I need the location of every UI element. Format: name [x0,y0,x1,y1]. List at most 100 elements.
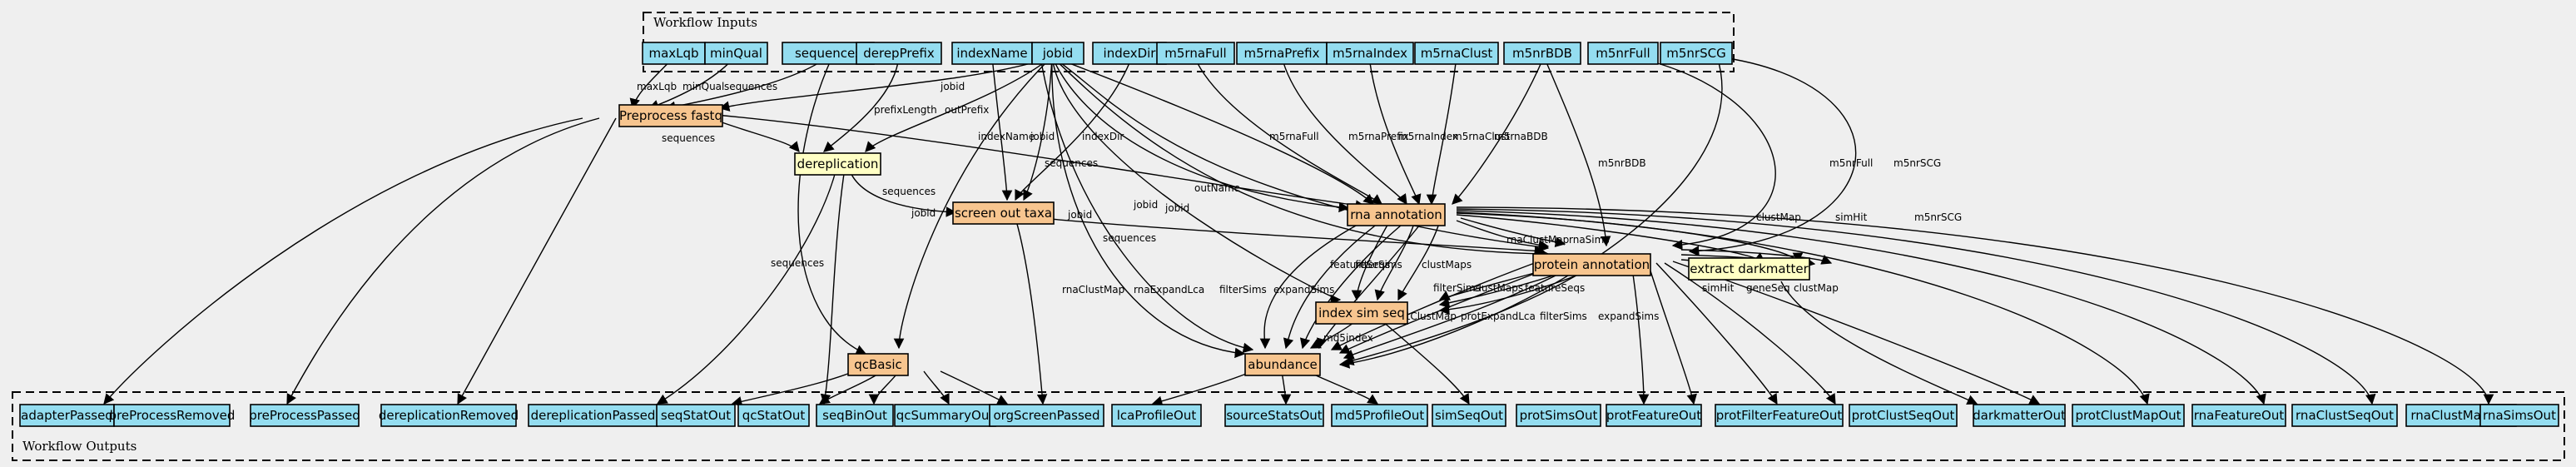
edge-label: m5rnaBDB [1494,131,1548,142]
input-node-m5rnaprefix[interactable]: m5rnaPrefix [1236,42,1328,65]
input-node-minqual[interactable]: minQual [704,42,768,65]
input-node-m5rnafull[interactable]: m5rnaFull [1156,42,1235,65]
output-node-protsimsout[interactable]: protSimsOut [1516,404,1601,427]
step-node-screen-out-taxa[interactable]: screen out taxa [952,201,1055,225]
edge-label: expandSims [1598,311,1659,322]
edge-label: sequences [882,186,936,197]
step-node-extract-darkmatter[interactable]: extract darkmatter [1688,257,1810,281]
svg-text:sourceStatsOut: sourceStatsOut [1226,408,1322,423]
svg-text:qcStatOut: qcStatOut [742,408,806,423]
edge-label: featureSeqs [1330,259,1390,271]
output-node-rnasimsout[interactable]: rnaSimsOut [2479,404,2559,427]
input-node-m5nrbdb[interactable]: m5nrBDB [1503,42,1581,65]
edge-label: m5nrFull [1829,157,1873,169]
svg-text:dereplicationRemoved: dereplicationRemoved [379,408,519,423]
edge-label: m5rnaIndex [1398,131,1458,142]
input-node-derepprefix[interactable]: derepPrefix [856,42,942,65]
edge-label: simHit [1702,282,1735,294]
edge-label: outName [1194,182,1240,194]
edge-label: sequences [1045,157,1098,169]
svg-text:md5ProfileOut: md5ProfileOut [1335,408,1425,423]
edge-label: jobid [1030,131,1055,142]
output-node-dereplicationpassed[interactable]: dereplicationPassed [528,404,658,427]
edge-label: rnaSims [1569,234,1610,246]
svg-text:seqStatOut: seqStatOut [661,408,731,423]
step-nodes: Preprocess fastq dereplication screen ou… [618,104,1810,376]
input-node-jobid[interactable]: jobid [1031,42,1085,65]
svg-text:m5rnaClust: m5rnaClust [1421,46,1493,61]
edge-label: m5nrSCG [1894,157,1941,169]
step-node-index-sim-seq[interactable]: index sim seq [1315,301,1408,325]
edge-label: clustMaps [1422,259,1472,271]
output-node-rnaclustseqout[interactable]: rnaClustSeqOut [2291,404,2398,427]
output-node-rnafeatureout[interactable]: rnaFeatureOut [2191,404,2286,427]
input-node-m5nrfull[interactable]: m5nrFull [1587,42,1659,65]
step-node-abundance[interactable]: abundance [1244,353,1321,376]
step-node-protein-annotation[interactable]: protein annotation [1532,253,1651,276]
input-node-maxlqb[interactable]: maxLqb [642,42,706,65]
input-node-m5rnaindex[interactable]: m5rnaIndex [1326,42,1414,65]
output-node-preprocessremoved[interactable]: preProcessRemoved [109,404,236,427]
svg-text:orgScreenPassed: orgScreenPassed [993,408,1099,423]
edge-label: minQual [682,81,724,92]
input-node-m5nrscg[interactable]: m5nrSCG [1660,42,1733,65]
output-node-darkmatterout[interactable]: darkmatterOut [1973,404,2066,427]
edge-label: rnaClustMap [1506,234,1569,246]
edge-label: m5rnaPrefix [1348,131,1409,142]
output-node-preprocesspassed[interactable]: preProcessPassed [249,404,360,427]
output-node-orgscreenpassed[interactable]: orgScreenPassed [989,404,1104,427]
step-node-qcbasic[interactable]: qcBasic [847,353,909,376]
output-node-protclustmapout[interactable]: protClustMapOut [2072,404,2185,427]
svg-text:derepPrefix: derepPrefix [863,46,935,61]
output-node-sourcestatsout[interactable]: sourceStatsOut [1224,404,1324,427]
output-node-qcstatout[interactable]: qcStatOut [737,404,810,427]
step-node-preprocess-fastq[interactable]: Preprocess fastq [618,104,723,127]
edge-label: prefixLength [874,104,937,116]
input-node-m5rnaclust[interactable]: m5rnaClust [1414,42,1499,65]
svg-text:protFeatureOut: protFeatureOut [1606,408,1701,423]
svg-text:m5rnaPrefix: m5rnaPrefix [1244,46,1320,61]
output-node-seqbinout[interactable]: seqBinOut [816,404,894,427]
edge-label: m5nrBDB [1598,157,1646,169]
output-node-dereplicationremoved[interactable]: dereplicationRemoved [379,404,519,427]
input-node-indexdir[interactable]: indexDir [1092,42,1167,65]
edge-label: clustMaps [1473,282,1523,294]
svg-text:abundance: abundance [1248,357,1317,372]
svg-text:m5rnaFull: m5rnaFull [1164,46,1226,61]
svg-text:dereplicationPassed: dereplicationPassed [531,408,656,423]
output-node-adapterpassed[interactable]: adapterPassed [19,404,115,427]
edge-label: jobid [1133,199,1158,211]
edge-label: m5rnaFull [1269,131,1319,142]
step-node-rna-annotation[interactable]: rna annotation [1347,203,1446,226]
svg-text:qcBasic: qcBasic [854,357,901,372]
output-node-simseqout[interactable]: simSeqOut [1432,404,1506,427]
input-node-indexname[interactable]: indexName [951,42,1033,65]
edge-label: geneSeq [1746,282,1790,294]
svg-text:minQual: minQual [710,46,762,61]
output-nodes: adapterPassed preProcessRemoved preProce… [19,404,2559,427]
svg-text:protClustMapOut: protClustMapOut [2075,408,2181,423]
svg-text:dereplication: dereplication [797,156,879,171]
edge-label: filterSims [1540,311,1587,322]
output-node-md5profileout[interactable]: md5ProfileOut [1331,404,1428,427]
output-node-protfeatureout[interactable]: protFeatureOut [1606,404,1702,427]
edge-label: expandSims [1273,284,1334,296]
output-node-protclustseqout[interactable]: protClustSeqOut [1849,404,1958,427]
output-node-qcsummaryout[interactable]: qcSummaryOut [894,404,996,427]
edge-label: filterSims [1219,284,1267,296]
svg-text:rna annotation: rna annotation [1350,207,1442,222]
output-node-seqstatout[interactable]: seqStatOut [656,404,736,427]
edge-label: outPrefix [945,104,989,116]
edge-label: jobid [1164,202,1189,214]
svg-text:protClustSeqOut: protClustSeqOut [1852,408,1955,423]
svg-text:rnaClustSeqOut: rnaClustSeqOut [2296,408,2394,423]
svg-text:rnaFeatureOut: rnaFeatureOut [2194,408,2285,423]
edge-label: protExpandLca [1461,311,1536,322]
svg-text:protein annotation: protein annotation [1534,257,1650,272]
svg-text:m5nrBDB: m5nrBDB [1512,46,1572,61]
output-node-protfilterfeatureout[interactable]: protFilterFeatureOut [1715,404,1844,427]
edge-label: indexDir [1082,131,1124,142]
step-node-dereplication[interactable]: dereplication [794,152,881,176]
output-node-lcaprofileout[interactable]: lcaProfileOut [1111,404,1202,427]
svg-text:darkmatterOut: darkmatterOut [1973,408,2066,423]
